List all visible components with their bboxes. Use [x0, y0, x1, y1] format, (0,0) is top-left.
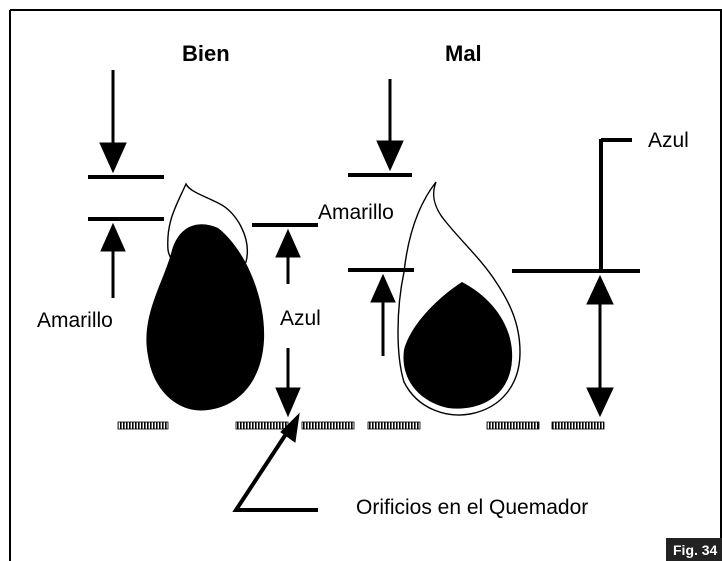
- burner-port: [367, 421, 421, 430]
- burner-pointer: [232, 412, 318, 512]
- heading-good: Bien: [182, 41, 230, 66]
- flame-good: [146, 182, 265, 411]
- burner-port: [551, 421, 605, 430]
- good-yellow-indicator: [88, 70, 164, 298]
- label-yellow-bad: Amarillo: [318, 201, 394, 224]
- bad-blue-indicator: [512, 138, 640, 418]
- pointer-arrow-icon: [280, 412, 300, 443]
- flame-good-blue-core: [146, 224, 265, 411]
- good-blue-indicator: [252, 223, 318, 418]
- burner-port: [486, 421, 540, 430]
- burner-port: [235, 421, 289, 430]
- label-yellow-good: Amarillo: [37, 309, 113, 332]
- arrow-down-icon: [99, 142, 127, 174]
- burner-port: [117, 421, 169, 430]
- figure-number: Fig. 34: [673, 542, 718, 558]
- flame-bad: [397, 181, 521, 416]
- burner-port: [301, 421, 355, 430]
- arrow-down-icon: [275, 387, 301, 418]
- heading-bad: Mal: [445, 41, 482, 66]
- label-burner-ports: Orificios en el Quemador: [356, 496, 588, 519]
- label-blue-good: Azul: [280, 307, 321, 330]
- bad-yellow-indicator: [348, 79, 414, 356]
- flame-bad-blue-core: [403, 282, 513, 409]
- arrow-down-icon: [376, 140, 404, 172]
- label-blue-bad: Azul: [648, 129, 689, 152]
- burner-ports: [117, 421, 605, 430]
- figure-badge: Fig. 34: [666, 538, 722, 561]
- arrow-up-icon: [370, 273, 396, 303]
- arrow-up-icon: [275, 228, 301, 258]
- figure-border: [9, 9, 722, 561]
- arrow-up-icon: [100, 222, 126, 252]
- arrow-down-icon: [586, 387, 614, 418]
- arrow-up-icon: [586, 274, 614, 305]
